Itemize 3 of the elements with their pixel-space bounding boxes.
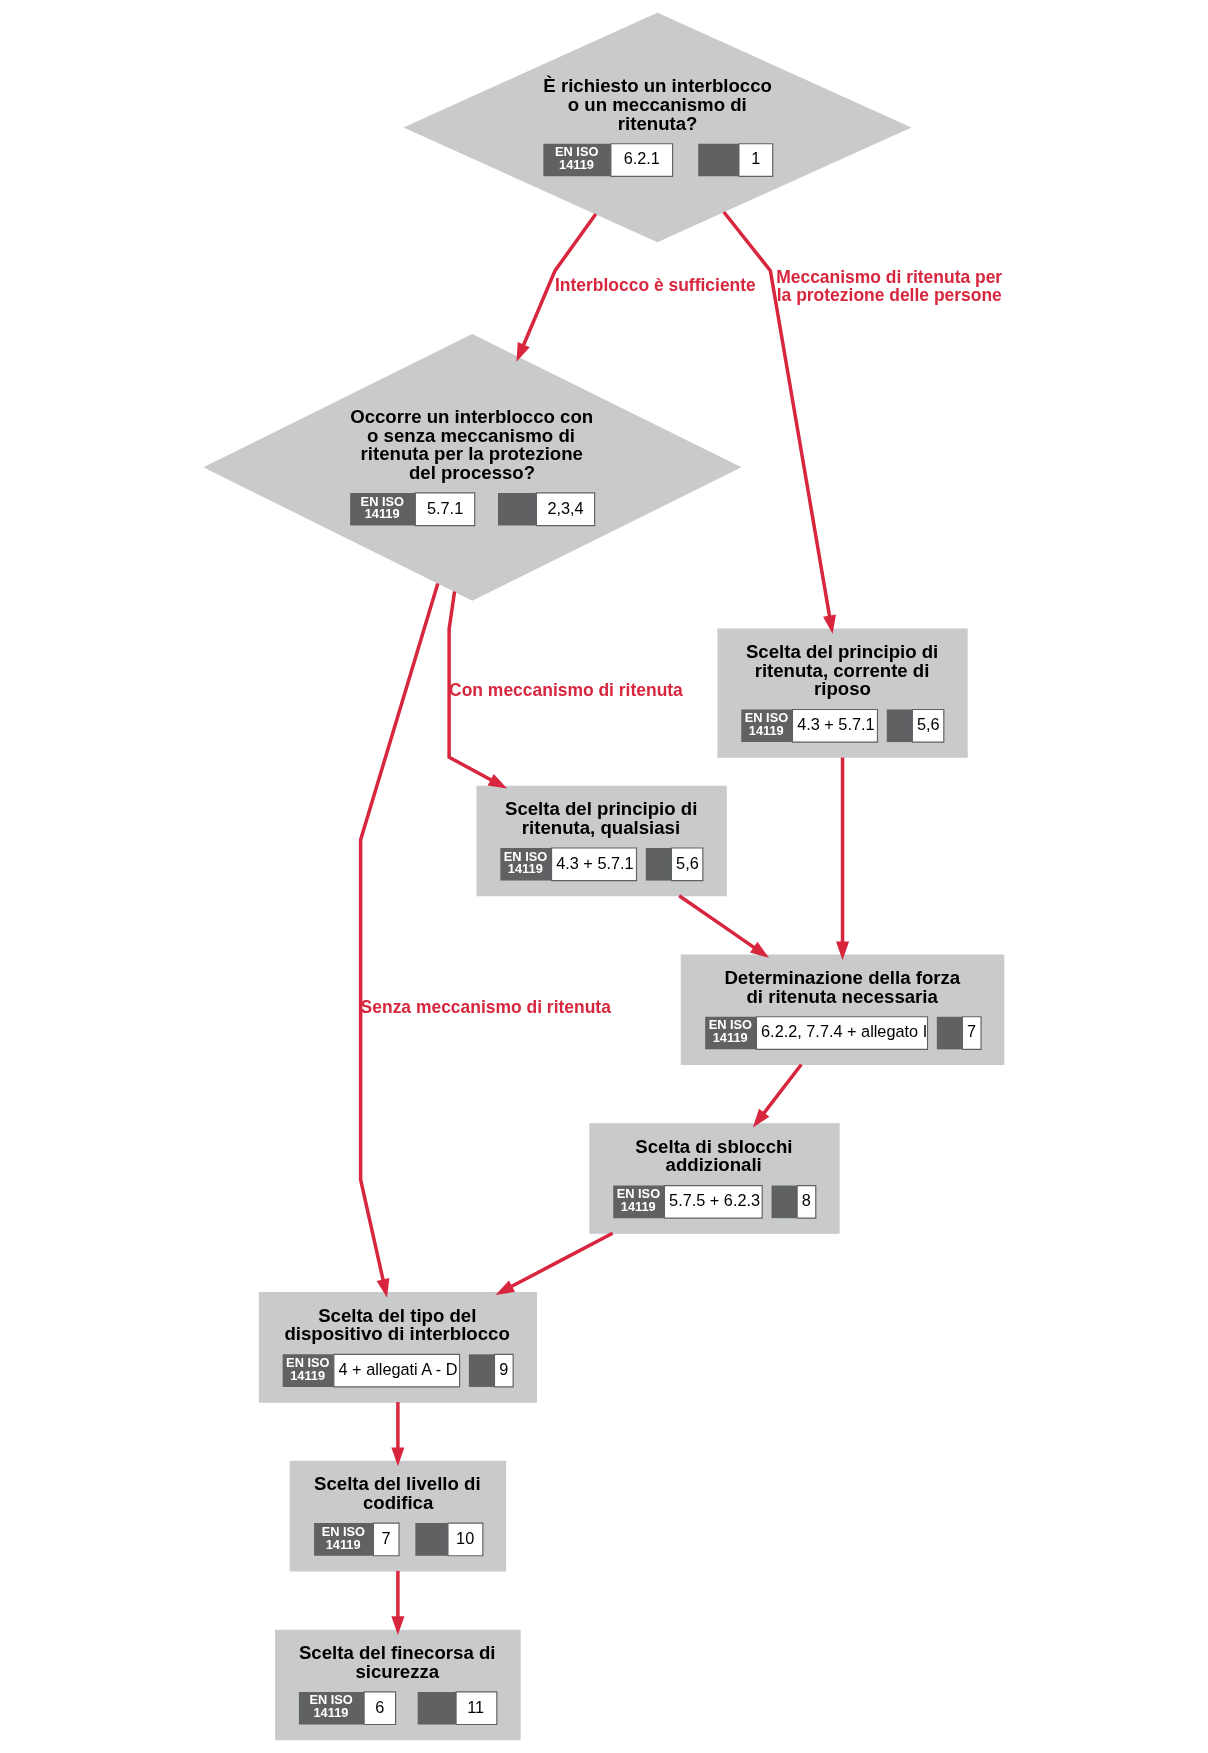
edge-label: Meccanismo di ritenuta per la protezione delle persone bbox=[775, 267, 1002, 305]
edge-label: Senza meccanismo di ritenuta bbox=[360, 996, 611, 1017]
edge-label: Interblocco è sufficiente bbox=[554, 274, 756, 295]
